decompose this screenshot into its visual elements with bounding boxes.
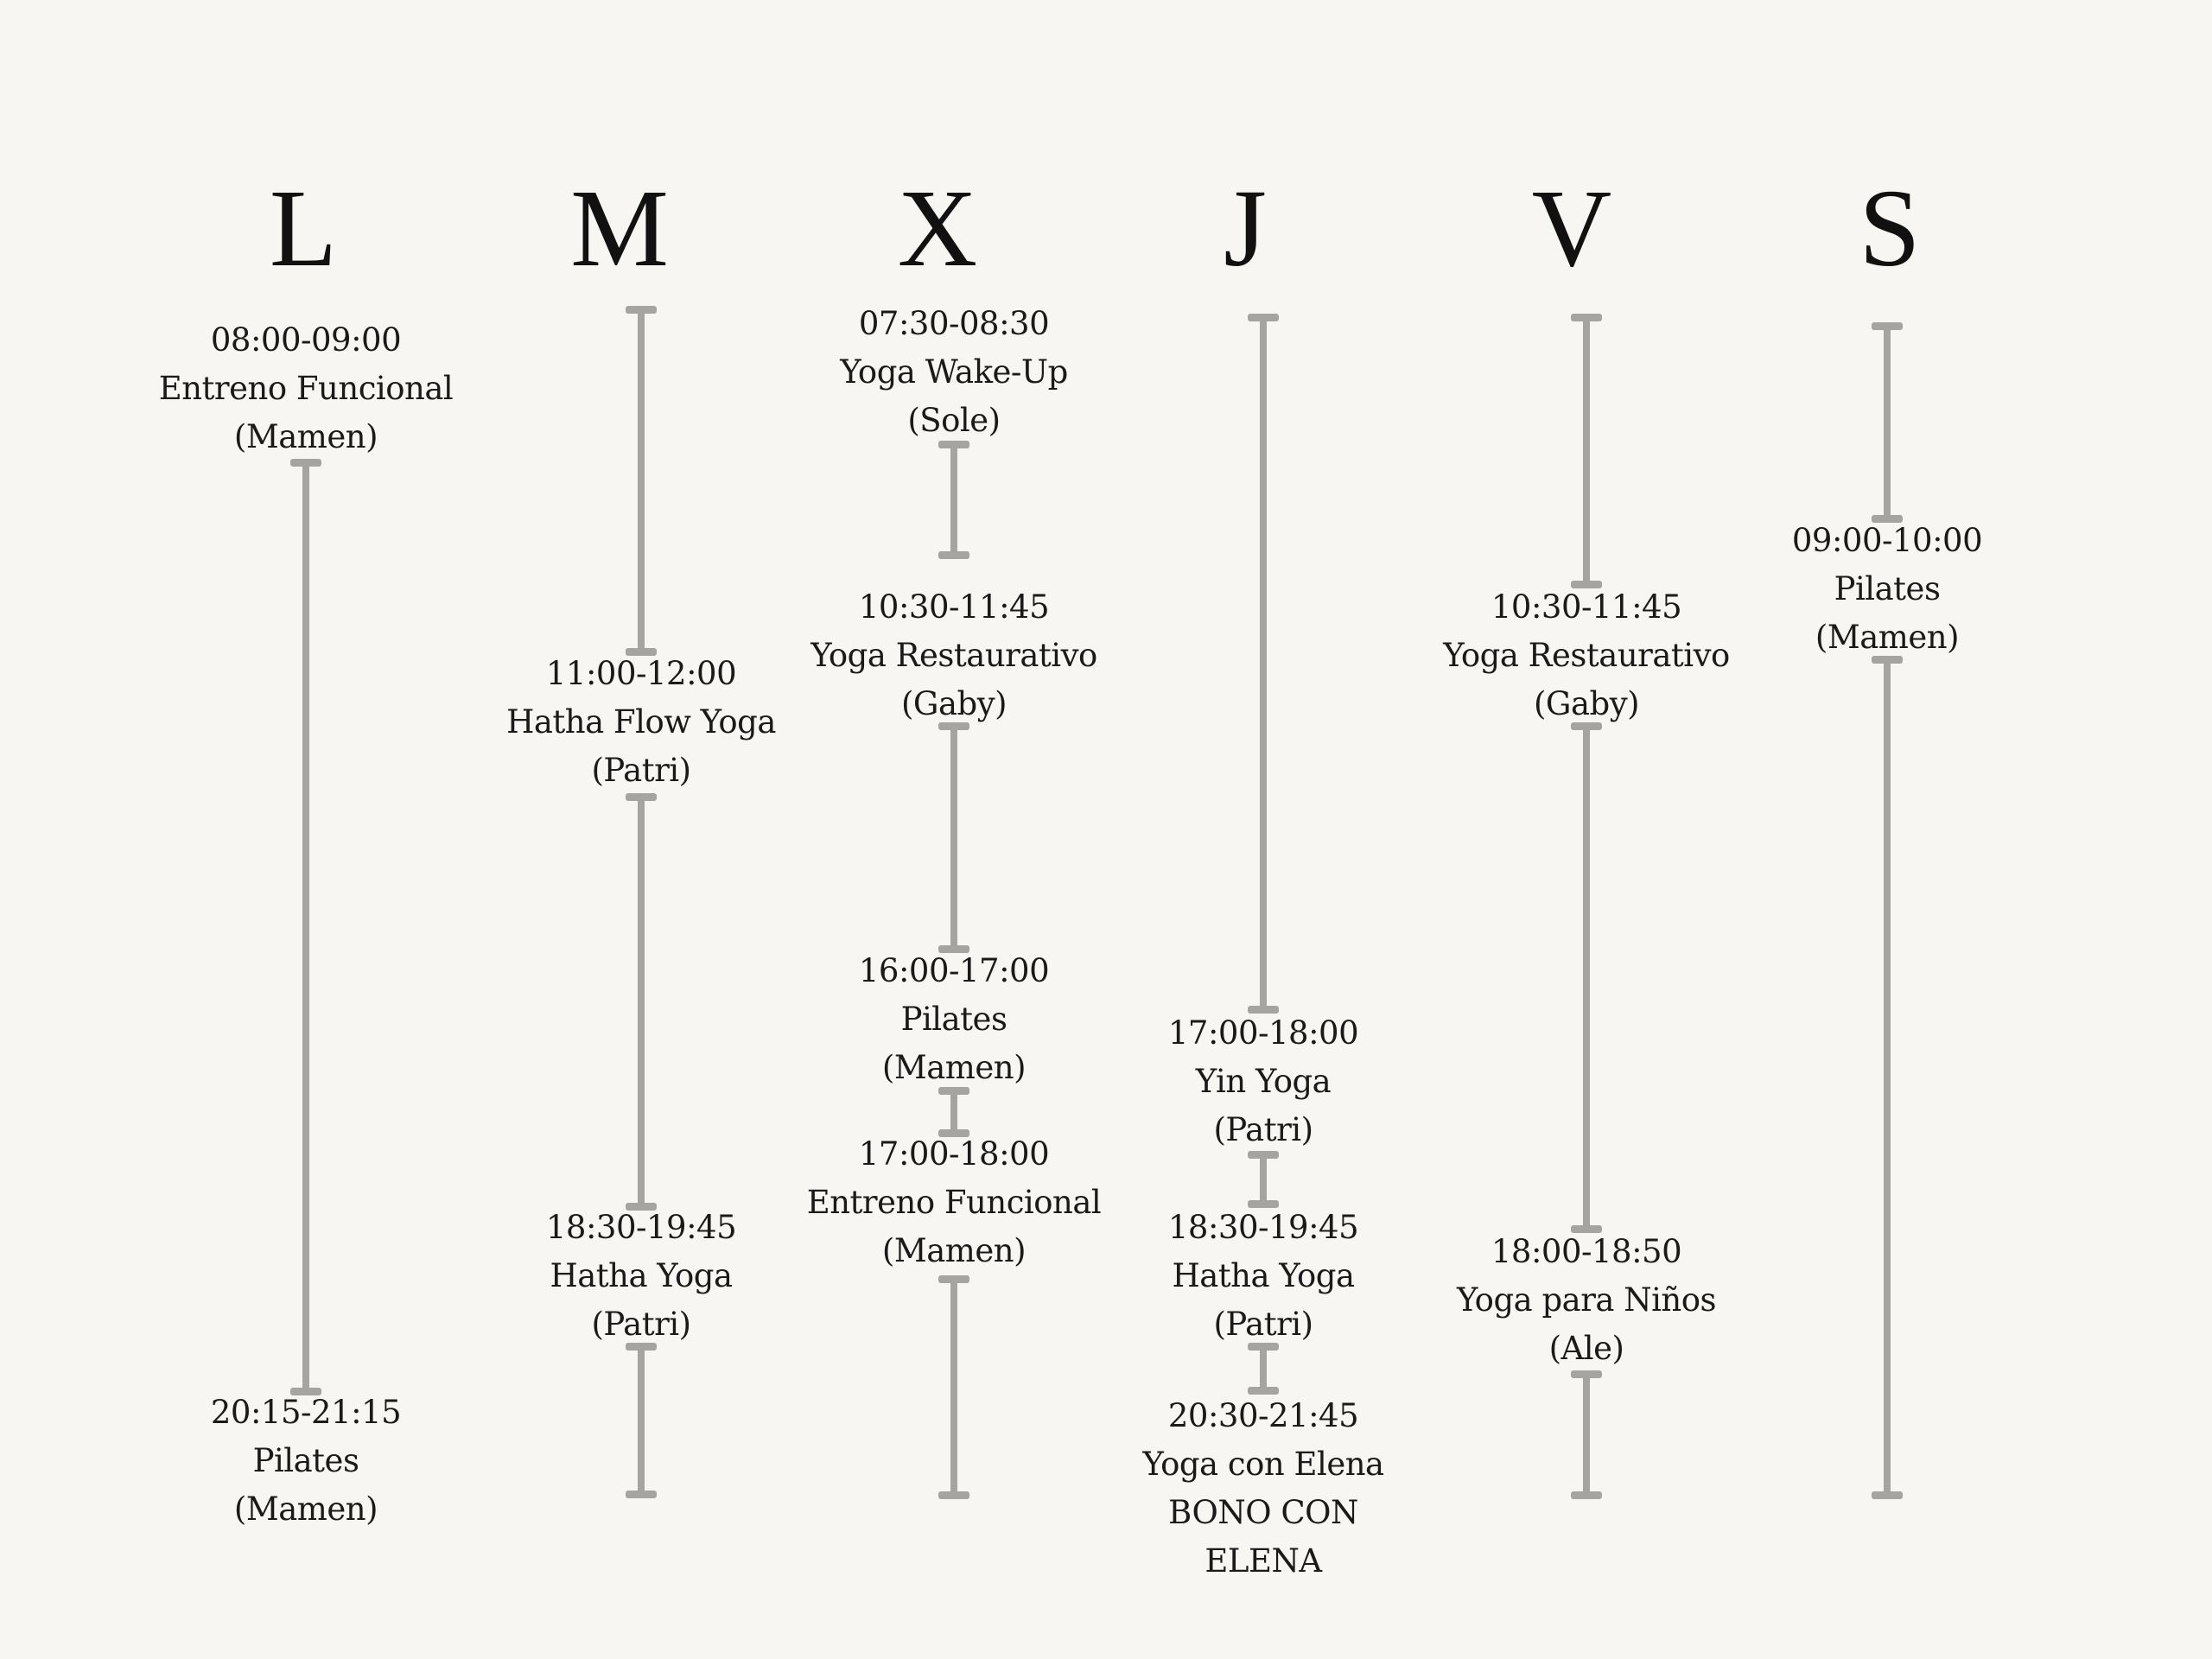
class-instructor: (Gaby): [1533, 685, 1640, 722]
class-entry: 18:30-19:45 Hatha Yoga (Patri): [477, 1204, 805, 1349]
class-time: 18:30-19:45: [545, 1209, 737, 1246]
class-time: 10:30-11:45: [858, 588, 1050, 626]
timeline-segment: [938, 441, 969, 559]
class-name: Yoga Wake-Up: [840, 353, 1068, 391]
class-entry: 17:00-18:00 Entreno Funcional (Mamen): [790, 1130, 1118, 1275]
timeline-segment: [1248, 314, 1279, 1014]
timeline-segment: [626, 306, 657, 656]
timeline-segment: [1872, 656, 1903, 1499]
class-name: Entreno Funcional: [806, 1184, 1102, 1221]
class-time: 18:00-18:50: [1491, 1233, 1682, 1270]
class-instructor: (Mamen): [233, 1491, 378, 1528]
class-name: Yoga para Niños: [1456, 1281, 1717, 1319]
timeline-segment: [1248, 1151, 1279, 1208]
day-header-sabado: S: [1859, 167, 1923, 289]
class-instructor: (Patri): [591, 752, 691, 789]
timeline-segment: [1872, 322, 1903, 523]
class-note: BONO CON: [1168, 1494, 1358, 1531]
class-name: Pilates: [1834, 570, 1941, 607]
timeline-segment: [626, 793, 657, 1211]
class-instructor: (Mamen): [881, 1049, 1027, 1086]
class-time: 20:30-21:45: [1167, 1397, 1359, 1434]
class-name: Yoga Restaurativo: [1443, 637, 1730, 674]
class-instructor: (Patri): [591, 1306, 691, 1343]
class-entry: 10:30-11:45 Yoga Restaurativo (Gaby): [790, 583, 1118, 728]
class-entry: 10:30-11:45 Yoga Restaurativo (Gaby): [1422, 583, 1751, 728]
class-instructor: (Patri): [1213, 1306, 1313, 1343]
class-time: 11:00-12:00: [545, 655, 737, 692]
class-entry: 09:00-10:00 Pilates (Mamen): [1723, 517, 2051, 662]
timeline-segment: [626, 1343, 657, 1498]
class-entry: 20:15-21:15 Pilates (Mamen): [142, 1389, 470, 1534]
class-name: Yoga Restaurativo: [810, 637, 1097, 674]
timeline-segment: [1571, 314, 1602, 588]
timeline-segment: [290, 459, 321, 1395]
class-time: 17:00-18:00: [1167, 1014, 1359, 1052]
class-entry: 17:00-18:00 Yin Yoga (Patri): [1099, 1009, 1427, 1154]
class-entry: 11:00-12:00 Hatha Flow Yoga (Patri): [477, 650, 805, 795]
class-instructor: (Mamen): [233, 418, 378, 455]
class-instructor: (Ale): [1548, 1330, 1624, 1367]
class-name: Hatha Yoga: [1172, 1257, 1355, 1294]
day-header-viernes: V: [1531, 167, 1614, 289]
class-time: 09:00-10:00: [1791, 522, 1983, 559]
class-time: 20:15-21:15: [210, 1394, 402, 1431]
class-name: Pilates: [900, 1001, 1007, 1038]
class-instructor: (Gaby): [900, 685, 1007, 722]
class-time: 07:30-08:30: [858, 305, 1050, 342]
class-time: 16:00-17:00: [858, 952, 1050, 989]
class-instructor: (Sole): [907, 402, 1001, 439]
class-entry: 18:30-19:45 Hatha Yoga (Patri): [1099, 1204, 1427, 1349]
timeline-segment: [1248, 1343, 1279, 1395]
class-entry: 07:30-08:30 Yoga Wake-Up (Sole): [790, 300, 1118, 445]
class-time: 18:30-19:45: [1167, 1209, 1359, 1246]
class-note: ELENA: [1205, 1542, 1322, 1580]
class-name: Entreno Funcional: [158, 370, 454, 407]
class-instructor: (Patri): [1213, 1111, 1313, 1148]
day-header-martes: M: [570, 167, 671, 289]
class-entry: 08:00-09:00 Entreno Funcional (Mamen): [142, 316, 470, 461]
class-name: Yoga con Elena: [1142, 1446, 1384, 1483]
class-name: Hatha Yoga: [550, 1257, 733, 1294]
class-time: 08:00-09:00: [210, 321, 402, 359]
class-instructor: (Mamen): [881, 1232, 1027, 1269]
class-time: 10:30-11:45: [1491, 588, 1682, 626]
class-name: Yin Yoga: [1195, 1063, 1332, 1100]
timeline-segment: [1571, 1370, 1602, 1499]
class-name: Pilates: [252, 1442, 359, 1479]
class-entry: 20:30-21:45 Yoga con Elena BONO CON ELEN…: [1099, 1392, 1427, 1586]
class-entry: 18:00-18:50 Yoga para Niños (Ale): [1422, 1228, 1751, 1373]
class-name: Hatha Flow Yoga: [506, 703, 776, 741]
timeline-segment: [938, 1087, 969, 1137]
timeline-segment: [938, 722, 969, 953]
class-time: 17:00-18:00: [858, 1135, 1050, 1173]
day-header-jueves: J: [1224, 167, 1268, 289]
class-entry: 16:00-17:00 Pilates (Mamen): [790, 947, 1118, 1092]
day-header-lunes: L: [269, 167, 340, 289]
class-instructor: (Mamen): [1815, 619, 1960, 656]
timeline-segment: [1571, 722, 1602, 1233]
timeline-segment: [938, 1275, 969, 1499]
day-header-miercoles: X: [897, 167, 980, 289]
